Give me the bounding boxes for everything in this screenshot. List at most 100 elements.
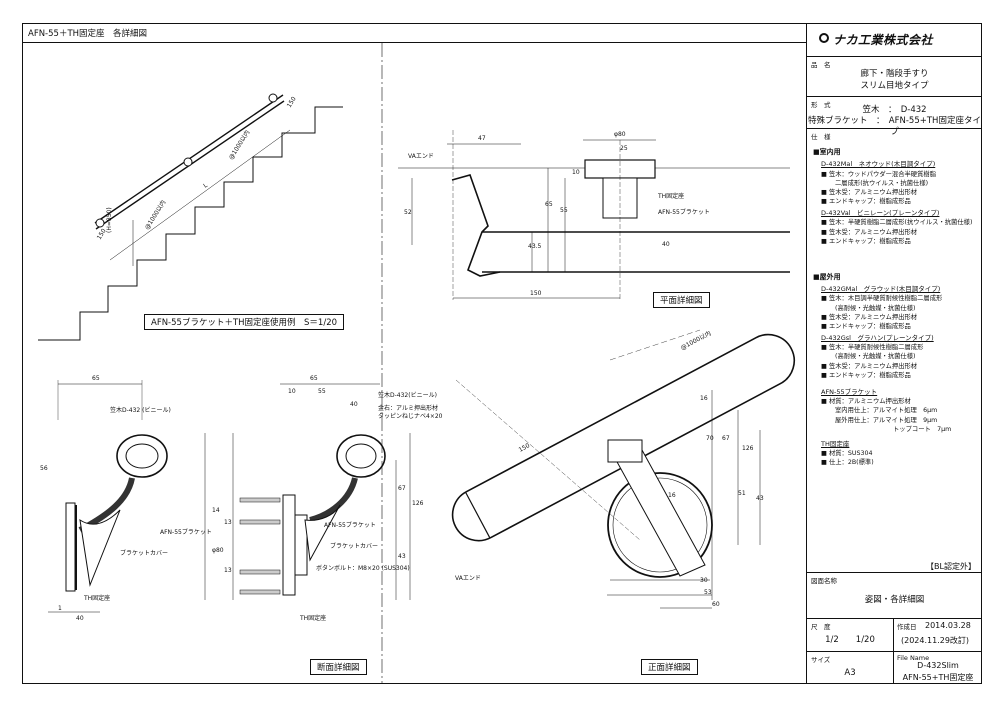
label-fixing-left: TH固定座 <box>83 594 110 602</box>
label-bracket-cover-left: ブラケットカバー <box>120 549 168 557</box>
spec-p4-2: (高耐候・光触媒・抗菌仕様) <box>835 353 916 361</box>
dim-30: 30 <box>700 577 708 584</box>
spec-p2-1: ■ 笠木：半硬質樹脂二層成形(抗ウイルス・抗菌仕様) <box>821 219 973 227</box>
dim-150-d: 150 <box>518 442 532 454</box>
dim-10-b: 10 <box>288 388 296 395</box>
dim-43-b: 43 <box>756 495 764 502</box>
product-name-1: 廊下・階段手すり <box>860 69 929 79</box>
spec-p5-2: 室内用仕上：アルマイト処理 6μm <box>835 407 938 415</box>
dim-phi80-b: φ80 <box>212 547 224 554</box>
spec-product-3: D-432GMal グラウッド(木目調タイプ) <box>821 285 941 293</box>
type-bracket: 特殊ブラケット ： AFN-55+TH固定座タイプ <box>808 116 981 137</box>
sheet-title: AFN-55＋TH固定座 各詳細図 <box>28 29 148 39</box>
label-pitch-3: @1000以内 <box>679 329 712 352</box>
rail-section-left <box>116 434 168 478</box>
dim-16: 16 <box>700 395 708 402</box>
label-va-end: VAエンド <box>408 153 434 160</box>
spec-p5-4: トップコート 7μm <box>893 425 952 433</box>
label-length: L <box>202 182 209 190</box>
type-row: 形 式 笠木 ： D-432 特殊ブラケット ： AFN-55+TH固定座タイプ <box>807 97 982 137</box>
label-afn-bracket-center: AFN-55ブラケット <box>324 521 376 529</box>
spec-p1-3: ■ 笠木受：アルミニウム押出形材 <box>821 188 918 196</box>
fixing-seat-plate <box>282 494 296 596</box>
caption-front: 正面詳細図 <box>641 659 698 675</box>
dim-40: 40 <box>662 241 670 248</box>
label-va-end-front: VAエンド <box>455 575 481 582</box>
size-value: A3 <box>844 668 856 678</box>
drawing-frame <box>22 23 982 684</box>
label-rail-top: 笠木D-432 (ビニール) <box>110 406 171 414</box>
drawing-area: (H=850) @1000以内 @1000以内 L 150 150 VAエンド … <box>38 43 796 684</box>
date-label: 作成日 <box>897 623 917 631</box>
spec-p1-4: ■ エンドキャップ：樹脂成形品 <box>821 197 911 205</box>
file-label: File Name <box>897 654 930 662</box>
dim-60: 60 <box>712 601 720 608</box>
spec-product-5: AFN-55ブラケット <box>821 387 878 396</box>
scale-label: 尺 度 <box>811 623 831 631</box>
caption-plan: 平面詳細図 <box>653 292 710 308</box>
dim-40-b: 40 <box>76 615 84 622</box>
dim-13: 13 <box>224 519 232 526</box>
spec-p2-3: ■ エンドキャップ：樹脂成形品 <box>821 237 911 245</box>
bracket-mark-3 <box>268 93 278 103</box>
spec-p5-1: ■ 材質：アルミニウム押出形材 <box>821 398 911 406</box>
dim-67-b: 67 <box>722 435 730 442</box>
spec-p4-4: ■ エンドキャップ：樹脂成形品 <box>821 371 911 379</box>
label-th-fixing: TH固定座 <box>657 192 684 200</box>
bracket-mark-1 <box>95 218 105 228</box>
bracket-mark-2 <box>183 157 193 167</box>
dim-55-b: 55 <box>318 388 326 395</box>
dim-150-b: 150 <box>286 95 298 109</box>
spec-product-4: D-432Gsl グラハン(プレーンタイプ) <box>821 333 934 342</box>
sheet-header: AFN-55＋TH固定座 各詳細図 <box>22 23 806 43</box>
spec-product-1: D-432Mal ネオウッド(木目調タイプ) <box>821 160 936 169</box>
dim-47: 47 <box>478 135 486 142</box>
spec-p3-1: ■ 笠木：木目調半硬質耐候性樹脂二層成形 <box>821 295 943 303</box>
company-logo-icon <box>819 33 829 43</box>
spec-row: 仕 様 ■室内用 D-432Mal ネオウッド(木目調タイプ) ■ 笠木：ウッド… <box>807 129 982 573</box>
dim-13-b: 13 <box>224 567 232 574</box>
front-va-end <box>465 491 491 539</box>
spec-p4-1: ■ 笠木：半硬質耐候性樹脂二層成形 <box>821 344 924 352</box>
dim-126-b: 126 <box>742 445 754 452</box>
spec-label: 仕 様 <box>811 133 831 141</box>
label-pitch-2: @1000以内 <box>227 129 251 161</box>
dim-126: 126 <box>412 500 424 507</box>
dim-56: 56 <box>40 465 48 472</box>
spec-product-6: TH固定座 <box>821 439 850 448</box>
dim-14: 14 <box>212 507 220 514</box>
dim-10: 10 <box>572 169 580 176</box>
spec-p3-2: (高耐候・光触媒・抗菌仕様) <box>835 304 916 312</box>
label-pitch-1: @1000以内 <box>143 199 167 231</box>
label-tapping: タッピンねじナベ4×20 <box>378 412 443 420</box>
spec-p1-2: 二層成形(抗ウイルス・抗菌仕様) <box>835 179 929 187</box>
dim-43-5: 43.5 <box>528 243 542 250</box>
type-label: 形 式 <box>811 101 831 109</box>
label-afn-bracket-left: AFN-55ブラケット <box>160 528 212 536</box>
spec-p2-2: ■ 笠木受：アルミニウム押出形材 <box>821 228 918 236</box>
dim-40-c: 40 <box>350 401 358 408</box>
label-fixing-center: TH固定座 <box>299 614 326 622</box>
label-h850: (H=850) <box>106 207 113 233</box>
type-rail: 笠木 ： D-432 <box>862 105 927 115</box>
revised-date: (2024.11.29改訂) <box>901 636 970 645</box>
front-bracket-arm <box>615 449 706 577</box>
plan-va-end <box>451 174 501 277</box>
caption-section: 断面詳細図 <box>310 659 367 675</box>
label-afn-bracket-plan: AFN-55ブラケット <box>658 208 710 216</box>
spec-p1-1: ■ 笠木：ウッドパウダー混合半硬質樹脂 <box>821 170 936 178</box>
label-bolt: ボタンボルト：M8×20 (SUS304) <box>316 564 410 572</box>
bl-note: 【BL認定外】 <box>926 562 976 571</box>
spec-indoor: ■室内用 <box>813 148 841 156</box>
dim-65-b: 65 <box>92 375 100 382</box>
dim-52: 52 <box>404 209 412 216</box>
label-bracket-cover-center: ブラケットカバー <box>330 542 378 550</box>
file-name-2: AFN-55+TH固定座 <box>902 673 974 682</box>
product-name-2: スリム目地タイプ <box>860 81 929 91</box>
file-name-1: D-432Slim <box>917 661 959 670</box>
scale-value: 1/2 1/20 <box>825 635 875 645</box>
spec-p6-1: ■ 材質：SUS304 <box>821 450 873 458</box>
dim-70: 70 <box>706 435 714 442</box>
dim-25: 25 <box>620 145 628 152</box>
spec-p4-3: ■ 笠木受：アルミニウム押出形材 <box>821 362 918 370</box>
